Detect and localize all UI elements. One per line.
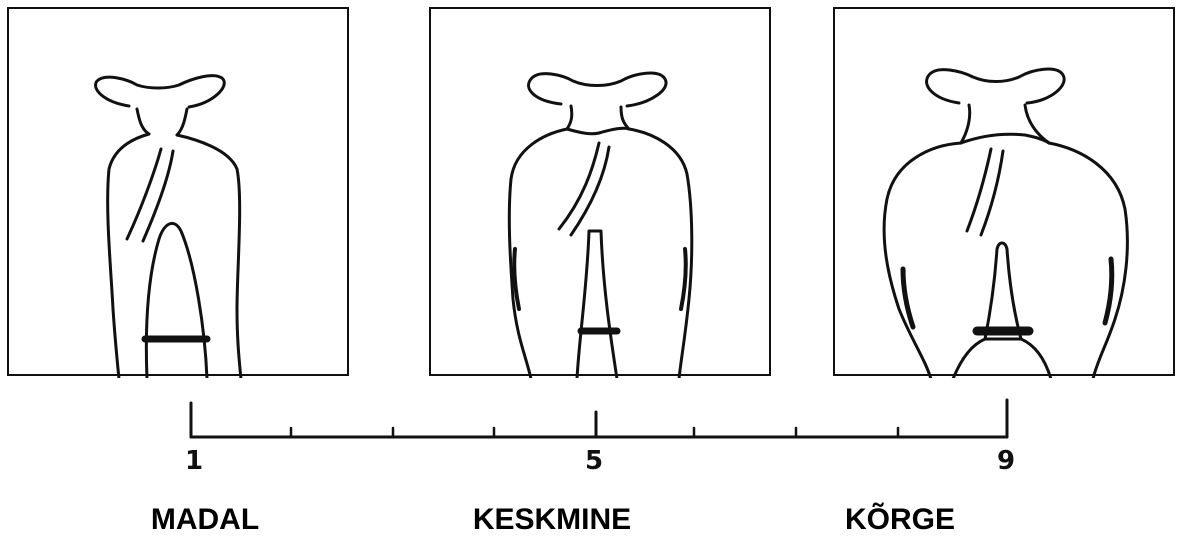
label-mid: KESKMINE [473,503,631,537]
scale-tick-label-9: 9 [997,446,1015,476]
label-low: MADAL [151,503,259,537]
scale-tick-label-5: 5 [585,446,603,476]
label-high: KÕRGE [845,503,955,537]
scale-tick-label-1: 1 [185,446,203,476]
